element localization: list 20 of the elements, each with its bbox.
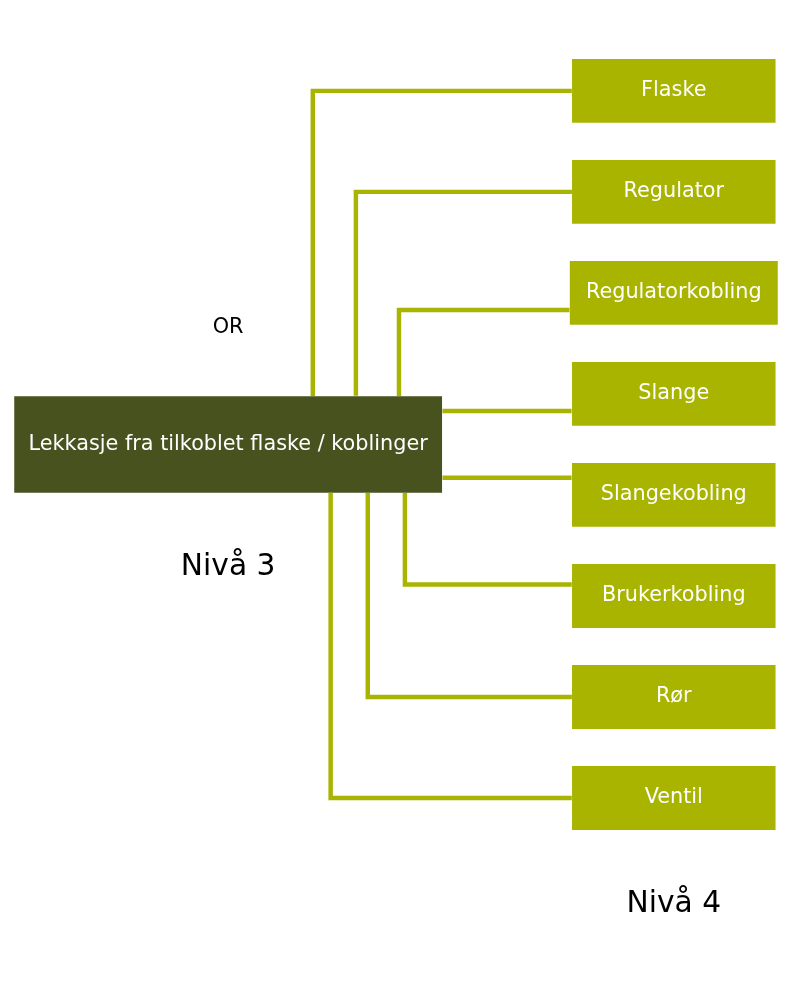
node-box: Rør bbox=[572, 665, 776, 729]
connector bbox=[353, 189, 572, 396]
connector bbox=[310, 88, 572, 396]
connector bbox=[365, 493, 572, 700]
label: Nivå 3 bbox=[180, 547, 276, 583]
connector bbox=[402, 493, 572, 587]
node-box: Ventil bbox=[572, 766, 776, 830]
connector bbox=[442, 408, 572, 414]
label: OR bbox=[212, 313, 244, 338]
node-box: Flaske bbox=[572, 58, 776, 123]
node-box: Brukerkobling bbox=[572, 564, 776, 628]
node-box: Lekkasje fra tilkoblet flaske / koblinger bbox=[14, 396, 443, 493]
connector bbox=[442, 475, 572, 481]
label: Nivå 4 bbox=[626, 884, 722, 920]
node-box: Slangekobling bbox=[572, 463, 776, 527]
connector bbox=[396, 307, 570, 396]
node-box: Regulatorkobling bbox=[569, 260, 778, 325]
node-box: Regulator bbox=[572, 159, 776, 224]
node-box: Slange bbox=[572, 362, 776, 426]
connector bbox=[328, 492, 572, 801]
